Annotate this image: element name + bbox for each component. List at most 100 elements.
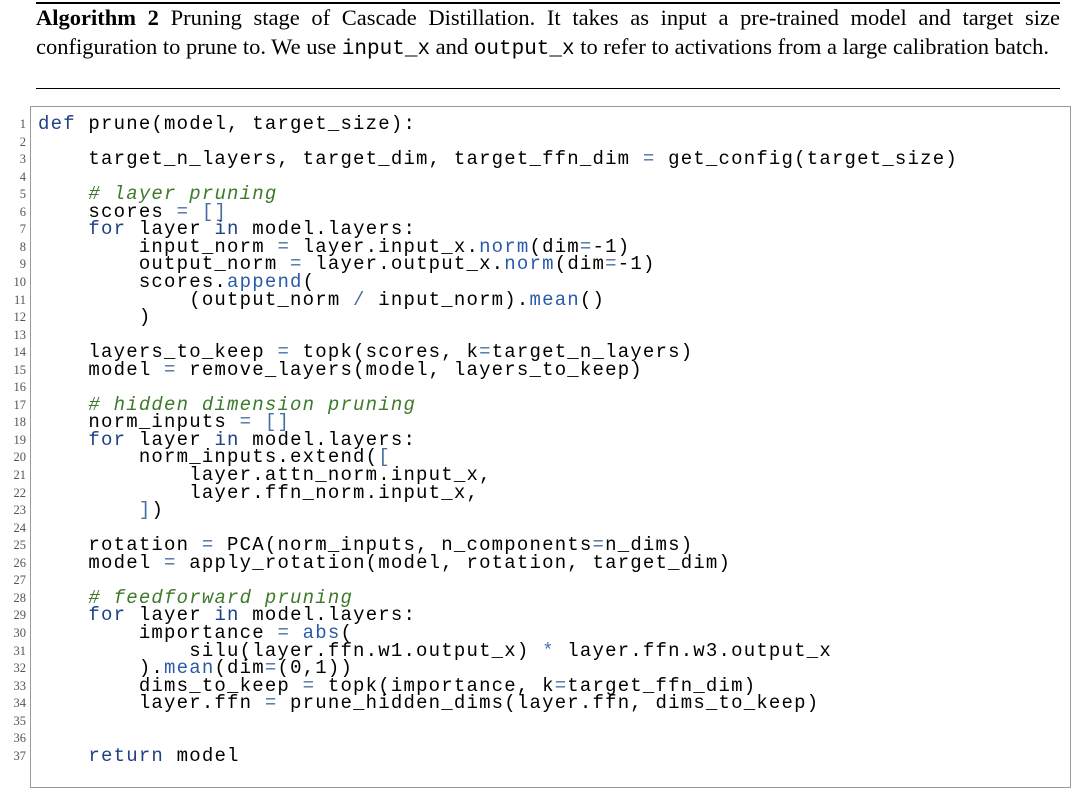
code-text: layers_to_keep = topk(scores, k=target_n… (38, 342, 693, 362)
code-token: prune_hidden_dims(layer.ffn, dims_to_kee… (277, 692, 820, 715)
code-token: mean (529, 288, 580, 311)
code-token: model (164, 744, 240, 767)
code-keyword: in (214, 428, 240, 451)
code-line: 25 rotation = PCA(norm_inputs, n_compone… (0, 535, 1080, 555)
code-line: 27 (0, 570, 1080, 590)
code-token: = (579, 235, 593, 258)
algorithm-label: Algorithm 2 (36, 5, 159, 30)
code-text: model = apply_rotation(model, rotation, … (38, 553, 731, 573)
code-line: 7 for layer in model.layers: (0, 219, 1080, 239)
code-line: 29 for layer in model.layers: (0, 605, 1080, 625)
code-token: layer (126, 604, 215, 627)
code-text: model = remove_layers(model, layers_to_k… (38, 360, 643, 380)
code-token: output_norm (38, 253, 291, 276)
code-token: input_norm). (365, 288, 530, 311)
code-token: ( (302, 270, 316, 293)
code-line: 18 norm_inputs = [] (0, 412, 1080, 432)
code-text: target_n_layers, target_dim, target_ffn_… (38, 149, 958, 169)
code-line: 30 importance = abs( (0, 623, 1080, 643)
line-number: 37 (13, 748, 27, 763)
code-line: 15 model = remove_layers(model, layers_t… (0, 360, 1080, 380)
code-text: for layer in model.layers: (38, 430, 416, 450)
code-token: = (164, 358, 177, 381)
code-token: = (479, 341, 492, 364)
code-token: target_n_layers, target_dim, target_ffn_… (38, 148, 643, 171)
line-number: 23 (13, 503, 27, 518)
code-text: rotation = PCA(norm_inputs, n_components… (38, 535, 693, 555)
line-number: 31 (13, 643, 27, 658)
code-token: norm (479, 235, 530, 258)
code-token: PCA(norm_inputs, n_components (214, 534, 593, 557)
code-text: # feedforward pruning (38, 588, 353, 608)
code-token: target_n_layers) (491, 341, 694, 364)
code-keyword: for (88, 218, 127, 241)
code-token: layer.input_x. (290, 235, 480, 258)
code-line: 8 input_norm = layer.input_x.norm(dim=-1… (0, 237, 1080, 257)
code-token: layer.ffn_norm.input_x, (38, 481, 480, 504)
code-text: (output_norm / input_norm).mean() (38, 290, 605, 310)
line-number: 28 (13, 590, 27, 605)
caption-text-mid: and (435, 33, 469, 59)
code-token: = (277, 341, 291, 364)
code-line: 3 target_n_layers, target_dim, target_ff… (0, 149, 1080, 169)
code-text: scores = [] (38, 202, 227, 222)
code-line: 22 layer.ffn_norm.input_x, (0, 483, 1080, 503)
code-text: silu(layer.ffn.w1.output_x) * layer.ffn.… (38, 641, 832, 661)
code-token: norm (504, 253, 555, 276)
code-line: 4 (0, 167, 1080, 187)
code-token: layer.output_x. (302, 253, 505, 276)
caption-text-pre: Pruning stage of Cascade Distillation. I… (36, 5, 1061, 59)
code-token: = (264, 657, 278, 680)
code-token: input_norm (38, 235, 278, 258)
code-token: = (239, 411, 253, 434)
line-number: 4 (19, 169, 26, 184)
code-token: layer.attn_norm.input_x, (38, 464, 492, 486)
code-line: 36 (0, 728, 1080, 748)
code-text: def prune(model, target_size): (38, 114, 416, 134)
code-text: dims_to_keep = topk(importance, k=target… (38, 676, 756, 696)
code-text: norm_inputs.extend([ (38, 447, 391, 467)
code-text: ) (38, 307, 151, 327)
line-number: 21 (13, 468, 27, 482)
code-token: importance (38, 621, 278, 644)
code-line: 32 ).mean(dim=(0,1)) (0, 658, 1080, 678)
caption-var-input-x: input_x (341, 37, 431, 61)
code-line: 28 # feedforward pruning (0, 588, 1080, 608)
code-token: norm_inputs (38, 411, 240, 434)
code-text: ).mean(dim=(0,1)) (38, 658, 353, 678)
caption-rule (36, 88, 1060, 89)
code-text: for layer in model.layers: (38, 219, 416, 239)
code-text: input_norm = layer.input_x.norm(dim=-1) (38, 237, 630, 257)
line-number: 33 (13, 678, 27, 693)
line-number: 22 (13, 485, 27, 500)
code-token: * (542, 639, 555, 662)
code-text: importance = abs( (38, 623, 353, 643)
code-token: append (227, 270, 303, 293)
line-number: 25 (13, 538, 27, 553)
code-token: = (605, 253, 618, 276)
line-number: 19 (13, 432, 27, 447)
line-number: 27 (13, 573, 27, 588)
code-token: rotation (38, 534, 202, 557)
line-number: 26 (13, 555, 27, 570)
code-token: () (579, 288, 606, 311)
code-text: scores.append( (38, 272, 315, 292)
code-token: (dim (214, 657, 265, 680)
code-line: 20 norm_inputs.extend([ (0, 447, 1080, 467)
line-number: 32 (13, 661, 27, 676)
code-token: = (290, 253, 303, 276)
code-token: = (277, 621, 291, 644)
code-token: = (277, 235, 291, 258)
code-text: for layer in model.layers: (38, 605, 416, 625)
line-number: 35 (13, 713, 27, 728)
code-token: -1) (617, 253, 656, 276)
line-number: 2 (19, 134, 26, 149)
code-token: (0,1)) (277, 657, 354, 680)
code-token: layer (126, 428, 215, 451)
line-number: 17 (13, 397, 27, 412)
code-token: (output_norm (38, 288, 354, 311)
code-token: norm_inputs.extend( (38, 446, 379, 469)
code-keyword: return (88, 744, 165, 767)
code-token: -1) (592, 235, 631, 258)
code-token: topk(scores, k (290, 341, 480, 364)
